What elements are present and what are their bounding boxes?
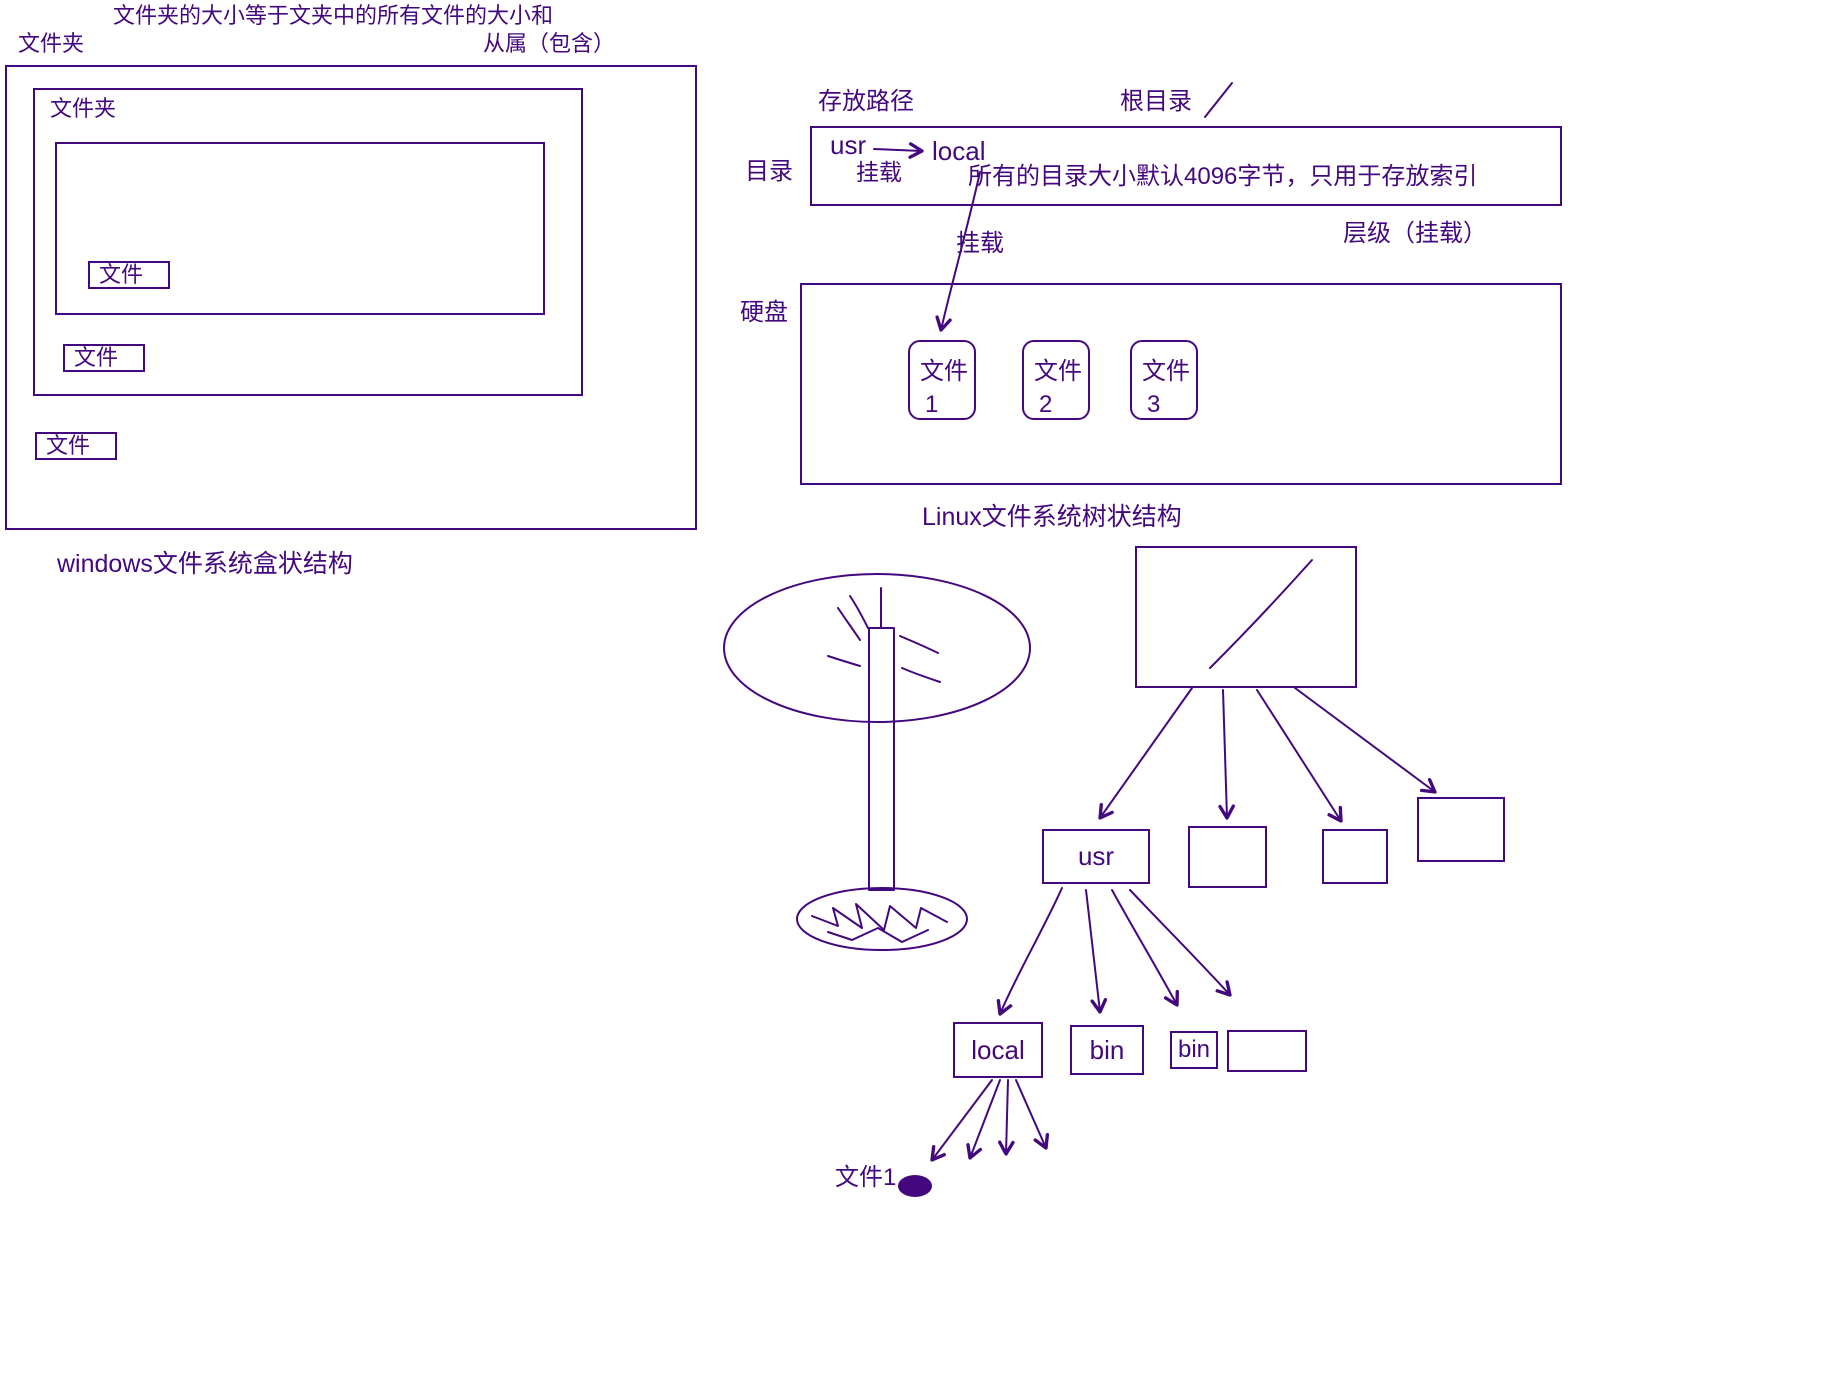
disk-file-label-3: 文件 bbox=[1142, 358, 1190, 385]
disk-file-label-1: 文件 bbox=[920, 358, 968, 385]
windows-subfolder-box bbox=[33, 88, 583, 396]
arrow-local-to-file1 bbox=[930, 1079, 993, 1162]
arrow-usr-to-child4 bbox=[1129, 889, 1232, 997]
hard-disk-label: 硬盘 bbox=[740, 299, 788, 326]
tree-branch-4 bbox=[901, 667, 941, 683]
tree-roots-scribble-2 bbox=[827, 927, 929, 943]
arrow-root-to-usr bbox=[1098, 687, 1193, 820]
root-directory-label: 根目录 bbox=[1120, 88, 1192, 115]
mount-label-top: 挂载 bbox=[856, 159, 902, 185]
disk-file-label-2: 文件 bbox=[1034, 358, 1082, 385]
tree-root-box bbox=[1135, 546, 1357, 688]
directory-box bbox=[810, 126, 1562, 206]
disk-file-number-1: 1 bbox=[925, 391, 939, 418]
disk-file-node-2: 文件 2 bbox=[1022, 340, 1090, 420]
windows-belong-label: 从属（包含） bbox=[483, 31, 616, 56]
linux-caption: Linux文件系统树状结构 bbox=[922, 503, 1182, 531]
directory-size-note: 所有的目录大小默认4096字节，只用于存放索引 bbox=[968, 163, 1478, 190]
usr-text: usr bbox=[830, 130, 867, 160]
disk-file-node-3: 文件 3 bbox=[1130, 340, 1198, 420]
tree-usr-box: usr bbox=[1042, 829, 1150, 884]
arrow-local-to-leaf4 bbox=[1015, 1079, 1050, 1150]
tree-child-box-2 bbox=[1188, 826, 1267, 888]
tree-bin-box-2: bin bbox=[1170, 1031, 1218, 1069]
tree-trunk bbox=[868, 627, 895, 891]
tree-child-box-5 bbox=[1227, 1030, 1307, 1072]
tree-branch-3 bbox=[899, 635, 939, 654]
tree-roots bbox=[796, 887, 968, 951]
windows-file-box-2: 文件 bbox=[63, 344, 145, 372]
windows-folder-label: 文件夹 bbox=[18, 31, 85, 56]
windows-caption: windows文件系统盒状结构 bbox=[57, 550, 353, 578]
tree-child-box-4 bbox=[1417, 797, 1505, 862]
arrow-root-to-child3 bbox=[1256, 689, 1343, 823]
level-mount-label: 层级（挂载） bbox=[1343, 220, 1487, 247]
arrow-usr-to-local bbox=[996, 887, 1063, 1016]
windows-file-box-1: 文件 bbox=[88, 261, 170, 289]
tree-branch-5 bbox=[849, 595, 869, 629]
windows-size-note: 文件夹的大小等于文夹中的所有文件的大小和 bbox=[113, 3, 554, 28]
file1-dot bbox=[898, 1175, 932, 1197]
arrow-root-to-child2 bbox=[1218, 689, 1235, 820]
windows-subfolder-label: 文件夹 bbox=[50, 96, 117, 121]
storage-path-label: 存放路径 bbox=[818, 88, 914, 115]
tree-child-box-3 bbox=[1322, 829, 1388, 884]
tree-branch-2 bbox=[827, 655, 861, 667]
arrow-usr-to-bin2 bbox=[1111, 889, 1179, 1007]
arrow-local-to-leaf3 bbox=[997, 1079, 1015, 1156]
arrow-usr-to-bin1 bbox=[1085, 889, 1108, 1014]
windows-subsubfolder-box bbox=[55, 142, 545, 315]
arrow-local-to-leaf2 bbox=[966, 1079, 1001, 1160]
directory-label: 目录 bbox=[745, 158, 793, 185]
local-text: local bbox=[932, 136, 986, 166]
tree-file1-label: 文件1 bbox=[835, 1164, 897, 1191]
disk-file-number-2: 2 bbox=[1039, 391, 1053, 418]
tree-bin-box-1: bin bbox=[1070, 1025, 1144, 1075]
tree-roots-scribble-1 bbox=[811, 903, 948, 931]
disk-file-node-1: 文件 1 bbox=[908, 340, 976, 420]
mount-label-mid: 挂载 bbox=[956, 230, 1004, 257]
disk-file-number-3: 3 bbox=[1147, 391, 1161, 418]
root-slash-mark bbox=[1204, 82, 1233, 118]
windows-file-box-3: 文件 bbox=[35, 432, 117, 460]
windows-outer-folder-box bbox=[5, 65, 697, 530]
tree-canopy bbox=[723, 573, 1031, 723]
tree-local-box: local bbox=[953, 1022, 1043, 1078]
tree-branch-1 bbox=[837, 607, 861, 641]
hard-disk-box bbox=[800, 283, 1562, 485]
arrow-root-to-child4 bbox=[1294, 687, 1437, 794]
